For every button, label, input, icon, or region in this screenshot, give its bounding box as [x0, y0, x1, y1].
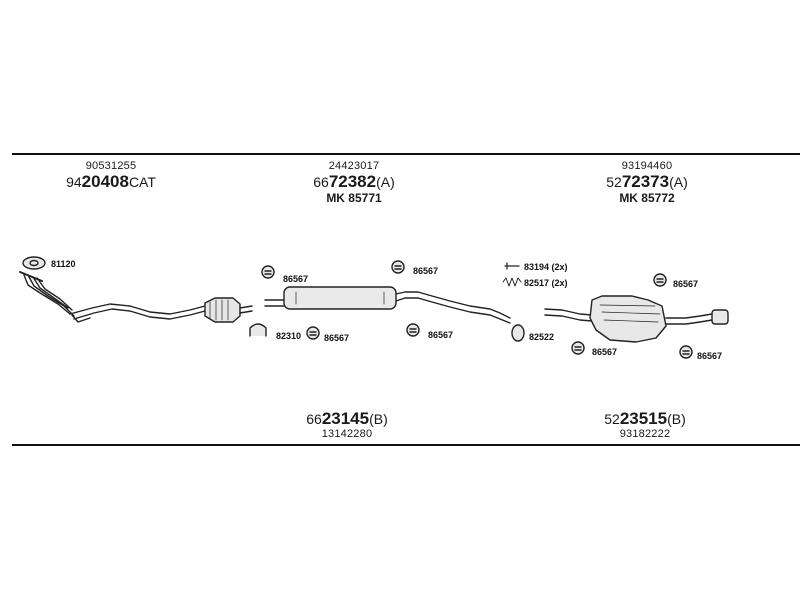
label-82522: 82522: [529, 332, 554, 342]
oe-number: 93194460: [621, 160, 673, 172]
label-86567: 86567: [673, 279, 698, 289]
oe-number: 24423017: [328, 160, 380, 172]
oe-number: 93182222: [619, 428, 671, 440]
part-number: 6623145(B): [306, 409, 388, 428]
mounting-kit: MK 85772: [619, 191, 675, 205]
clamp-icon[interactable]: [391, 260, 405, 274]
part-number: 5272373(A): [606, 172, 688, 191]
front-gasket-icon[interactable]: [22, 256, 46, 270]
label-86567: 86567: [697, 351, 722, 361]
footer-part-rear[interactable]: 5223515(B) 93182222: [604, 410, 686, 441]
front-pipe-with-cat[interactable]: [19, 271, 253, 323]
label-82517: 82517 (2x): [524, 278, 568, 288]
ring-82310-icon[interactable]: [249, 323, 267, 337]
label-86567: 86567: [413, 266, 438, 276]
bolt-83194-icon[interactable]: [504, 262, 520, 270]
label-86567: 86567: [324, 333, 349, 343]
clamp-icon[interactable]: [406, 323, 420, 337]
clamp-icon[interactable]: [571, 341, 585, 355]
label-86567: 86567: [428, 330, 453, 340]
top-divider: [12, 153, 800, 155]
header-part-middle-silencer[interactable]: 24423017 6672382(A) MK 85771: [313, 160, 395, 205]
label-86567: 86567: [283, 274, 308, 284]
header-part-front-pipe[interactable]: 90531255 9420408CAT: [66, 160, 156, 191]
label-86567: 86567: [592, 347, 617, 357]
part-number: 9420408CAT: [66, 172, 156, 191]
oe-number: 13142280: [321, 428, 373, 440]
part-number: 6672382(A): [313, 172, 395, 191]
clamp-icon[interactable]: [679, 345, 693, 359]
footer-part-middle[interactable]: 6623145(B) 13142280: [306, 410, 388, 441]
clamp-icon[interactable]: [653, 273, 667, 287]
rear-silencer[interactable]: [544, 295, 729, 343]
label-82310: 82310: [276, 331, 301, 341]
mounting-kit: MK 85771: [326, 191, 382, 205]
header-part-rear-silencer[interactable]: 93194460 5272373(A) MK 85772: [606, 160, 688, 205]
clamp-icon[interactable]: [261, 265, 275, 279]
label-83194: 83194 (2x): [524, 262, 568, 272]
spring-82517-icon[interactable]: [502, 277, 522, 287]
bottom-divider: [12, 444, 800, 446]
part-number: 5223515(B): [604, 409, 686, 428]
label-81120: 81120: [51, 259, 76, 269]
ring-82522-icon[interactable]: [511, 324, 525, 342]
middle-silencer[interactable]: [264, 286, 511, 324]
clamp-icon[interactable]: [306, 326, 320, 340]
oe-number: 90531255: [85, 160, 137, 172]
